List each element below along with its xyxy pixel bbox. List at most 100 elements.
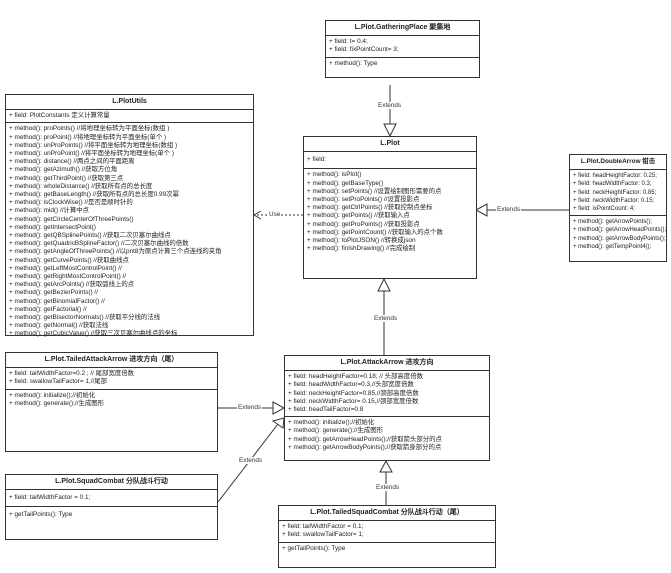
method-row: + method(): getArrowPoints(); — [573, 219, 652, 226]
field-row: + field: headWidthFactor: 0.3; — [573, 181, 652, 188]
class-attack-arrow[interactable]: L.Plot.AttackArrow 进攻方向 + field: headHei… — [284, 355, 490, 461]
method-row: + getTailPoints(): Type — [9, 511, 73, 519]
class-title: L.Plot.SquadCombat 分队战斗行动 — [6, 475, 217, 491]
class-title: L.Plot.TailedAttackArrow 进攻方向（尾） — [6, 353, 217, 369]
class-fields: + field: headHeightFactor=0.18; // 头部高度倍… — [285, 371, 489, 418]
method-row: + method(): distance() //两点之间的平面距离 — [9, 158, 135, 166]
field-row: + field: ixPointCount: 4; — [573, 206, 635, 213]
class-fields: + field: PlotConstants 定义计算常量 — [6, 110, 253, 124]
class-fields: + field: headHeightFactor: 0.25;+ field:… — [570, 170, 666, 217]
method-row: + method(): getRightMostControlPoint() /… — [9, 273, 127, 281]
method-row: + method(): getCurvePoints() //获取曲线点 — [9, 256, 129, 264]
class-methods: + method(): proPoints() //将地理坐标转为平面坐标(数组… — [6, 123, 253, 340]
field-row: + field: neckWidthFactor: 0.15; — [573, 197, 655, 204]
method-row: + method(): getNormal() //获取法线 — [9, 322, 109, 330]
extends-arrowhead-attack — [377, 277, 391, 292]
method-row: + method(): Type — [329, 59, 378, 67]
class-methods: + method(): initialize();//初始化+ method()… — [6, 390, 217, 410]
extends-label-gathering: Extends — [377, 102, 403, 109]
field-row: + field: neckHeightFactor=0.85,//颈部高度倍数 — [288, 389, 419, 397]
class-plot-utils[interactable]: L.PlotUtils + field: PlotConstants 定义计算常… — [5, 94, 254, 337]
class-fields: + field: tailWidthFactor = 0.1; — [6, 490, 217, 508]
extends-label-tailedattack: Extends — [237, 404, 263, 411]
class-methods: + method(): initialize();//初始化+ method()… — [285, 417, 489, 454]
method-row: + method(): generate();//生成图形 — [288, 427, 384, 435]
method-row: + method(): getBisectorNormals() //获取平分线… — [9, 314, 161, 322]
method-row: + method(): getPointCount() //获取输入的点个数 — [307, 228, 443, 236]
extends-arrowhead-tailedattack — [272, 401, 286, 415]
method-row: + method(): getAzimuth() //获取方位角 — [9, 166, 118, 174]
method-row: + method(): generate();//生成图形 — [9, 399, 105, 407]
method-row: + method(): getPoints() //获取输入点 — [307, 212, 410, 220]
method-row: + method(): getCircleCenterOfThreePoints… — [9, 215, 134, 223]
method-row: + method(): wholeDistance() //获取所有点的总长度 — [9, 182, 153, 190]
method-row: + method(): proPoints() //将地理坐标转为平面坐标(数组… — [9, 125, 170, 133]
field-row: + field: PlotConstants 定义计算常量 — [9, 112, 110, 120]
extends-arrowhead-tailedsquad — [379, 459, 393, 473]
method-row: + method(): getBaseLength() //获取所有点的总长度0… — [9, 191, 179, 199]
class-tailed-squad-combat[interactable]: L.Plot.TailedSquadCombat 分队战斗行动（尾） + fie… — [278, 505, 496, 568]
method-row: + getTailPoints(): Type — [282, 544, 346, 552]
method-row: + method(): proPoint() //将地理坐标转为平面坐标(单个 … — [9, 133, 167, 141]
field-row: + field: fixPointCount= 3; — [329, 46, 399, 54]
class-gathering-place[interactable]: L.Plot.GatheringPlace 聚集地 + field: t= 0.… — [325, 20, 480, 78]
method-row: + method(): toPlotJSON() //转换成json — [307, 237, 416, 245]
class-title: L.Plot.TailedSquadCombat 分队战斗行动（尾） — [279, 506, 495, 522]
class-title: L.PlotUtils — [6, 95, 253, 111]
method-row: + method(): getArrowHeadPoints();//获取箭头部… — [288, 435, 442, 443]
field-row: + field: neckHeightFactor: 0.85; — [573, 189, 657, 196]
field-row: + field: tailWidthFactor = 0.1; — [9, 494, 91, 502]
extends-label-squad: Extends — [238, 457, 264, 464]
method-row: + method(): initialize();//初始化 — [288, 419, 375, 427]
field-row: + field: headTailFactor=0.8 — [288, 406, 364, 414]
field-row: + field: headWidthFactor=0.3,//头部宽度倍数 — [288, 381, 414, 389]
method-row: + method(): getIntersectPoint() — [9, 223, 96, 231]
method-row: + method(): isClockWise() //是否是顺时针的 — [9, 199, 133, 207]
field-row: + field: headHeightFactor=0.18; // 头部高度倍… — [288, 373, 423, 381]
extends-arrowhead-doublearrow — [474, 203, 488, 217]
method-row: + method(): mid() //计算中点 — [9, 207, 90, 215]
method-row: + method(): getArcPoints() //获取弧线上的点 — [9, 281, 135, 289]
method-row: + method(): getFactorial() // — [9, 305, 87, 313]
method-row: + method(): unProPoints() //将平面坐标转为地理坐标(… — [9, 141, 178, 149]
method-row: + method(): getCubicValue() //获取三次贝塞尔曲线点… — [9, 330, 178, 338]
method-row: + method(): setProPoints() //设置投影点 — [307, 196, 420, 204]
class-tailed-attack-arrow[interactable]: L.Plot.TailedAttackArrow 进攻方向（尾） + field… — [5, 352, 218, 452]
method-row: + method(): getArrowHeadPoints(); — [573, 227, 666, 234]
field-row: + field: swallowTailFactor= 1,//尾部 — [9, 378, 108, 386]
field-row: + field: headHeightFactor: 0.25; — [573, 173, 657, 180]
class-methods: + method(): isPlot()+ method(): getBaseT… — [304, 169, 476, 255]
extends-label-attack: Extends — [373, 315, 399, 322]
method-row: + method(): getLeftMostControlPoint() // — [9, 264, 122, 272]
method-row: + method(): getBezierPoints() // — [9, 289, 98, 297]
method-row: + method(): initialize();//初始化 — [9, 391, 96, 399]
method-row: + method(): getCtrlPoints() //获取控制点坐标 — [307, 204, 433, 212]
method-row: + method(): getArrowBodyPoints();//获取箭身部… — [288, 443, 442, 451]
class-double-arrow[interactable]: L.Plot.DoubleArrow 钳击 + field: headHeigh… — [569, 154, 667, 262]
class-title: L.Plot.DoubleArrow 钳击 — [570, 155, 666, 171]
method-row: + method(): getProPoints() //获取投影点 — [307, 220, 420, 228]
method-row: + method(): getQuadricBSplineFactor() //… — [9, 240, 189, 248]
field-row: + field: neckWidthFactor= 0.15,//颈部宽度倍数 — [288, 397, 419, 405]
class-methods: + getTailPoints(): Type — [6, 507, 217, 523]
extends-label-tailedsquad: Extends — [375, 484, 401, 491]
class-title: L.Plot — [304, 137, 476, 153]
field-row: + field: — [307, 156, 327, 164]
method-row: + method(): unProPoint() //将平面坐标转为地理坐标(单… — [9, 150, 174, 158]
method-row: + method(): finishDrawing() //完成绘制 — [307, 245, 416, 253]
class-methods: + getTailPoints(): Type — [279, 543, 495, 555]
method-row: + method(): getTempPoint4(); — [573, 243, 652, 250]
method-row: + method(): getArrowBodyPoints(); — [573, 235, 666, 242]
class-plot[interactable]: L.Plot + field: + method(): isPlot()+ me… — [303, 136, 477, 279]
class-title: L.Plot.AttackArrow 进攻方向 — [285, 356, 489, 372]
method-row: + method(): getThirdPoint() //获取第三点 — [9, 174, 124, 182]
extends-label-doublearrow: Extends — [496, 206, 522, 213]
class-squad-combat[interactable]: L.Plot.SquadCombat 分队战斗行动 + field: tailW… — [5, 474, 218, 540]
method-row: + method(): getAngleOfThreePoints() //以p… — [9, 248, 222, 256]
method-row: + method(): getBinomialFactor() // — [9, 297, 105, 305]
method-row: + method(): isPlot() — [307, 171, 362, 179]
field-row: + field: tailWidthFactor=0.2 ; // 尾部宽度倍数 — [9, 370, 135, 378]
extends-arrowhead-squad — [271, 417, 285, 429]
class-fields: + field: tailWidthFactor = 0.1;+ field: … — [279, 521, 495, 543]
